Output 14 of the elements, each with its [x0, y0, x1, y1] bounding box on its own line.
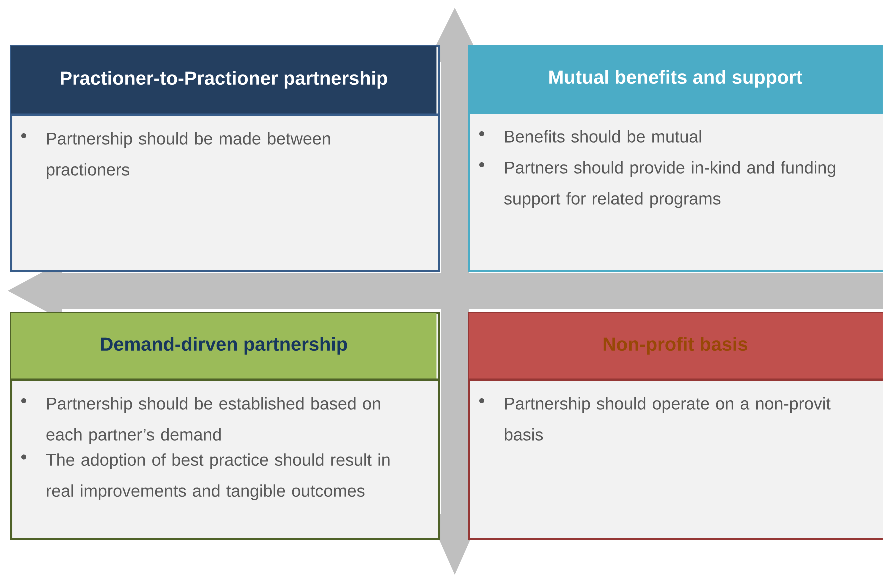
bullet-text: Partnership should operate on a non-provit basis [505, 397, 831, 441]
quadrant-box [10, 312, 440, 540]
bullet-text: Partnership should be made between practioners [47, 132, 330, 180]
quadrant-box [10, 45, 440, 272]
heading-bar: Practioner-to-Practioner partnership [10, 46, 438, 116]
bullet-text: Partnership should be established based on each partner’s demand [46, 397, 380, 444]
heading-bar: Mutual benefits and support [468, 46, 883, 114]
bullet-text: Benefits should be mutual [505, 130, 702, 143]
quadrant-box [468, 312, 883, 540]
heading-bar: Demand-dirven partnership [10, 313, 438, 382]
bullet-text: The adoption of best practice should result in real improvements and tangible outcomes [46, 454, 390, 500]
quadrant-box [468, 45, 883, 272]
bullet-text: Partners should provide in-kind and funding support for related programs [504, 161, 836, 208]
heading-bar: Non-profit basis [468, 313, 883, 382]
